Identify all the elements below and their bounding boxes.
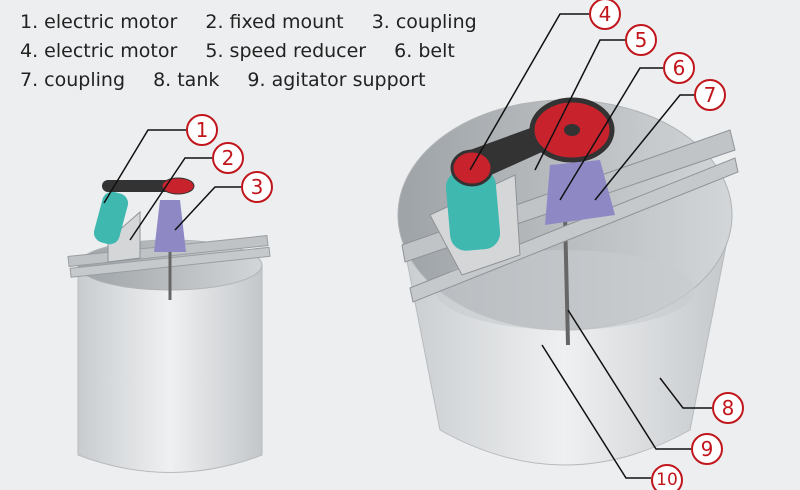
parts-legend: 1. electric motor 2. fixed mount 3. coup…: [20, 8, 499, 95]
legend-item: 2. fixed mount: [205, 11, 344, 33]
legend-item: 3. coupling: [371, 11, 477, 33]
svg-text:4: 4: [599, 2, 612, 26]
svg-text:7: 7: [704, 83, 717, 107]
beam: [409, 157, 739, 303]
coupling-7: [545, 160, 615, 225]
callout-2: 2: [212, 142, 244, 174]
callout-3: 3: [241, 171, 273, 203]
svg-text:3: 3: [251, 175, 264, 199]
legend-item: 6. belt: [394, 40, 455, 62]
legend-item: 7. coupling: [20, 69, 126, 91]
svg-text:9: 9: [701, 437, 714, 461]
legend-item: 4. electric motor: [20, 40, 178, 62]
callout-8: 8: [712, 392, 744, 424]
legend-row: 4. electric motor 5. speed reducer 6. be…: [20, 37, 499, 66]
svg-text:8: 8: [722, 396, 735, 420]
svg-text:1: 1: [196, 118, 209, 142]
callout-1: 1: [186, 114, 218, 146]
legend-row: 1. electric motor 2. fixed mount 3. coup…: [20, 8, 499, 37]
svg-text:5: 5: [635, 28, 648, 52]
electric-motor: [93, 191, 129, 245]
callout-9: 9: [691, 433, 723, 465]
svg-text:2: 2: [222, 146, 235, 170]
coupling: [154, 200, 186, 252]
legend-item: 1. electric motor: [20, 11, 178, 33]
callouts: 1 2 3 4 5 6 7 8 9 10: [186, 0, 744, 490]
legend-item: 9. agitator support: [247, 69, 426, 91]
callout-5: 5: [625, 24, 657, 56]
leader-lines: [103, 13, 712, 479]
pulley: [161, 177, 195, 195]
large-agitator-tank: [397, 97, 739, 466]
legend-row: 7. coupling 8. tank 9. agitator support: [20, 66, 499, 95]
legend-item: 8. tank: [153, 69, 220, 91]
svg-text:6: 6: [673, 56, 686, 80]
callout-6: 6: [663, 52, 695, 84]
legend-item: 5. speed reducer: [205, 40, 367, 62]
electric-motor-4: [445, 169, 501, 251]
callout-10: 10: [651, 464, 683, 490]
fixed-mount: [107, 210, 141, 263]
callout-7: 7: [694, 79, 726, 111]
small-agitator-tank: [67, 177, 271, 473]
callout-4: 4: [589, 0, 621, 30]
svg-text:10: 10: [656, 470, 678, 490]
